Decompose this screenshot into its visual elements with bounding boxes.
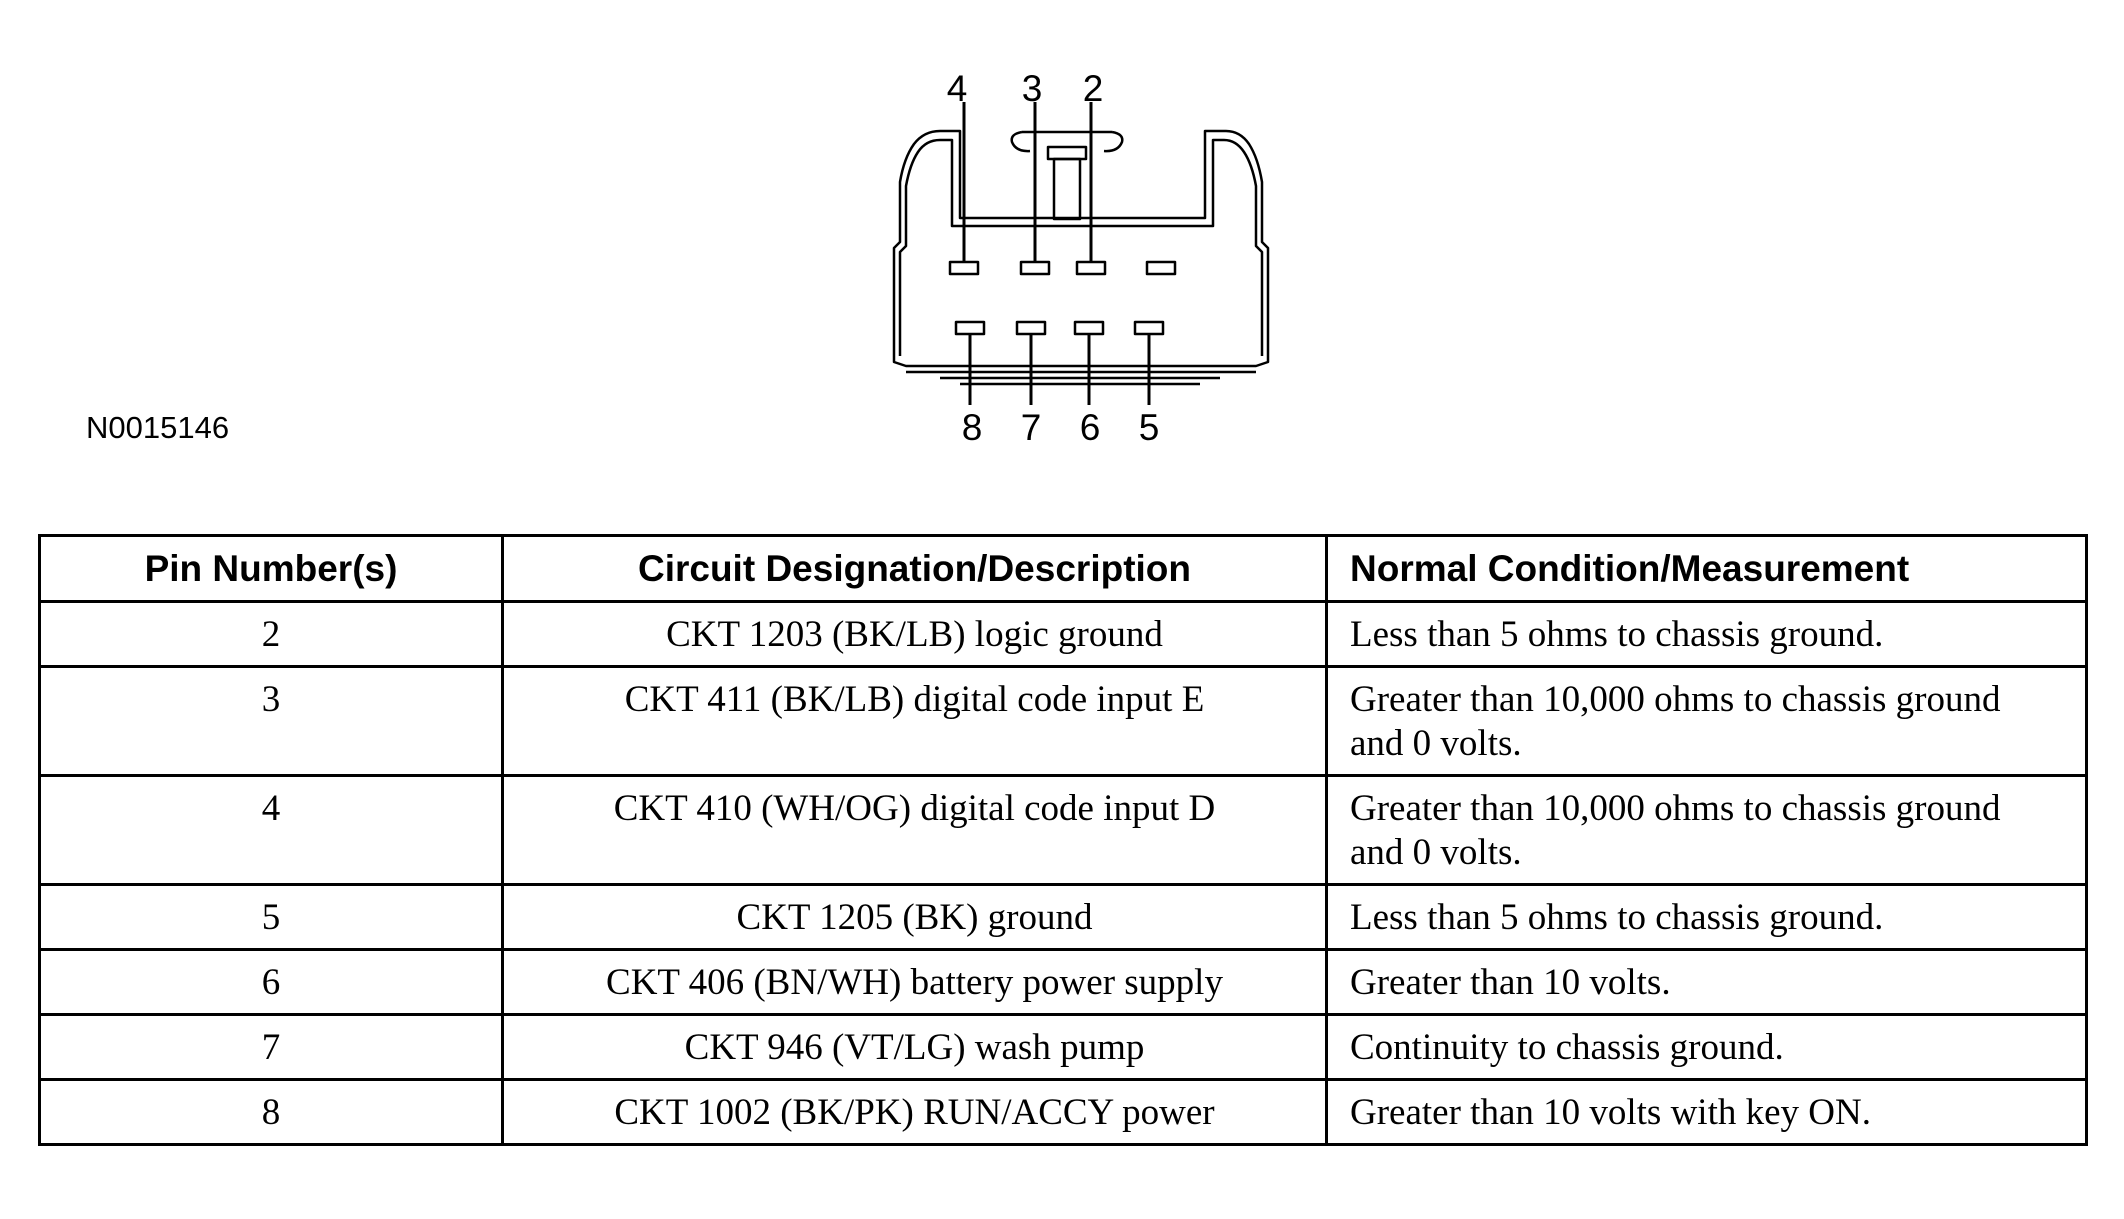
connector-latch-tab xyxy=(1052,157,1082,221)
terminal-pin-7 xyxy=(1015,320,1047,336)
table-row: 7 CKT 946 (VT/LG) wash pump Continuity t… xyxy=(38,1013,2088,1081)
condition-cell: Less than 5 ohms to chassis ground. xyxy=(1325,883,2088,951)
terminal-pin-6 xyxy=(1073,320,1105,336)
pin-label-4: 4 xyxy=(947,68,968,109)
connector-inner-outline xyxy=(898,138,1264,356)
pin-number-cell: 3 xyxy=(38,665,504,777)
figure-id: N0015146 xyxy=(86,410,230,445)
connector-housing-outline xyxy=(892,129,1270,368)
condition-cell: Continuity to chassis ground. xyxy=(1325,1013,2088,1081)
circuit-cell: CKT 411 (BK/LB) digital code input E xyxy=(501,665,1328,777)
pin-number-cell: 7 xyxy=(38,1013,504,1081)
circuit-cell: CKT 1002 (BK/PK) RUN/ACCY power xyxy=(501,1078,1328,1146)
circuit-cell: CKT 410 (WH/OG) digital code input D xyxy=(501,774,1328,886)
circuit-cell: CKT 406 (BN/WH) battery power supply xyxy=(501,948,1328,1016)
table-row: 5 CKT 1205 (BK) ground Less than 5 ohms … xyxy=(38,883,2088,951)
pin-number-cell: 4 xyxy=(38,774,504,886)
connector-latch xyxy=(1010,130,1124,153)
connector-diagram: 4 3 2 8 7 6 5 xyxy=(892,68,1270,448)
pin-label-5: 5 xyxy=(1139,407,1160,448)
condition-cell: Less than 5 ohms to chassis ground. xyxy=(1325,600,2088,668)
terminal-pin-2 xyxy=(1075,260,1107,276)
table-row: 3 CKT 411 (BK/LB) digital code input E G… xyxy=(38,665,2088,777)
condition-cell: Greater than 10,000 ohms to chassis grou… xyxy=(1325,665,2088,777)
connector-latch-tab xyxy=(1046,145,1088,161)
terminal-unused xyxy=(1145,260,1177,276)
column-header-circuit: Circuit Designation/Description xyxy=(501,534,1328,603)
circuit-cell: CKT 946 (VT/LG) wash pump xyxy=(501,1013,1328,1081)
terminal-pin-8 xyxy=(954,320,986,336)
table-header-row: Pin Number(s) Circuit Designation/Descri… xyxy=(38,534,2088,603)
pin-label-8: 8 xyxy=(962,407,983,448)
pin-label-2: 2 xyxy=(1083,68,1104,109)
pin-number-cell: 6 xyxy=(38,948,504,1016)
terminal-pin-3 xyxy=(1019,260,1051,276)
column-header-condition: Normal Condition/Measurement xyxy=(1325,534,2088,603)
terminal-pin-5 xyxy=(1133,320,1165,336)
column-header-pin: Pin Number(s) xyxy=(38,534,504,603)
pin-specification-table: Pin Number(s) Circuit Designation/Descri… xyxy=(38,534,2088,1146)
pin-label-3: 3 xyxy=(1022,68,1043,109)
pin-number-cell: 2 xyxy=(38,600,504,668)
pin-number-cell: 5 xyxy=(38,883,504,951)
condition-cell: Greater than 10,000 ohms to chassis grou… xyxy=(1325,774,2088,886)
terminal-pin-4 xyxy=(948,260,980,276)
table-row: 4 CKT 410 (WH/OG) digital code input D G… xyxy=(38,774,2088,886)
circuit-cell: CKT 1205 (BK) ground xyxy=(501,883,1328,951)
pin-label-7: 7 xyxy=(1021,407,1042,448)
table-row: 8 CKT 1002 (BK/PK) RUN/ACCY power Greate… xyxy=(38,1078,2088,1146)
pin-number-cell: 8 xyxy=(38,1078,504,1146)
condition-cell: Greater than 10 volts. xyxy=(1325,948,2088,1016)
table-row: 6 CKT 406 (BN/WH) battery power supply G… xyxy=(38,948,2088,1016)
circuit-cell: CKT 1203 (BK/LB) logic ground xyxy=(501,600,1328,668)
pin-label-6: 6 xyxy=(1080,407,1101,448)
condition-cell: Greater than 10 volts with key ON. xyxy=(1325,1078,2088,1146)
table-row: 2 CKT 1203 (BK/LB) logic ground Less tha… xyxy=(38,600,2088,668)
